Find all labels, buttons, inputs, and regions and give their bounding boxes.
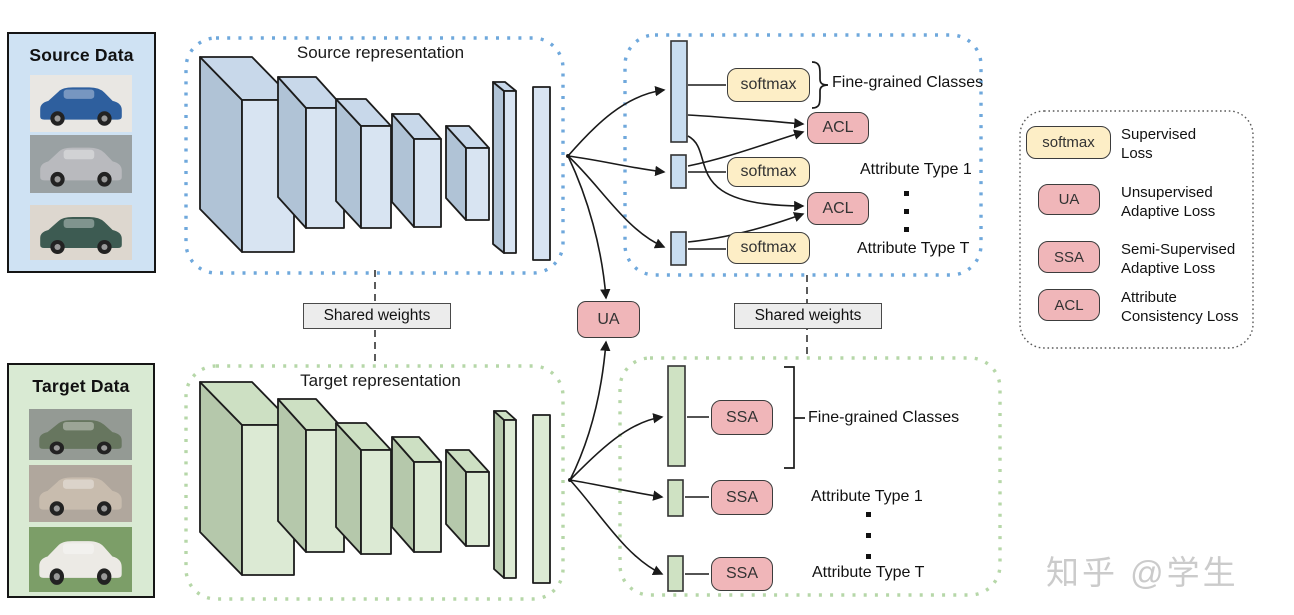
source-feature-bars [670, 40, 688, 266]
ua-loss-box: UA [577, 301, 640, 338]
fine-grained-classes-label-bottom: Fine-grained Classes [808, 409, 960, 426]
source-data-title: Source Data [29, 45, 134, 65]
attribute-type-t-label-bottom: Attribute Type T [812, 564, 925, 581]
source-data-panel: Source Data [7, 32, 156, 273]
attribute-type-1-label-bottom: Attribute Type 1 [811, 488, 923, 505]
legend-border [1019, 110, 1254, 349]
legend-label-semi-supervised-adaptive-loss: Semi-Supervised Adaptive Loss [1121, 241, 1236, 277]
acl-box-2: ACL [807, 192, 869, 225]
target-data-panel: Target Data [7, 363, 155, 598]
dotted-container-borders [184, 33, 1254, 601]
fine-grained-brace [811, 61, 829, 109]
fine-grained-classes-label-top: Fine-grained Classes [832, 74, 984, 91]
shared-weights-tag-bottom: Shared weights [734, 303, 882, 329]
source-head-connections [687, 84, 805, 250]
legend-box: softmax Supervised Loss UA Unsupervised … [1020, 111, 1253, 348]
legend-label-attribute-consistency-loss: Attribute Consistency Loss [1121, 289, 1239, 325]
attribute-ellipsis-bottom [866, 512, 871, 559]
source-car-photo-2 [30, 135, 132, 193]
softmax-box-1: softmax [727, 68, 810, 102]
target-car-photo-3 [29, 527, 132, 592]
fine-grained-bracket [784, 366, 805, 469]
source-heads-border [623, 33, 983, 277]
acl-box-1: ACL [807, 112, 869, 144]
source-representation-title: Source representation [296, 43, 465, 62]
target-car-photo-1 [29, 409, 132, 460]
target-head-connections [685, 416, 709, 575]
ssa-box-2: SSA [711, 480, 773, 515]
target-car-photo-2 [29, 465, 132, 522]
softmax-box-3: softmax [727, 232, 810, 264]
source-cnn-blocks [199, 56, 551, 261]
target-fanout-arrows [568, 340, 664, 576]
watermark-text: 知乎 @学生 [1046, 554, 1239, 591]
source-car-photo-3 [30, 205, 132, 260]
target-data-title: Target Data [32, 376, 130, 396]
attribute-type-t-label-top: Attribute Type T [857, 240, 970, 257]
target-feature-bars [667, 365, 686, 592]
source-representation-border [184, 36, 565, 275]
legend-badge-ssa: SSA [1038, 241, 1100, 273]
source-fanout-arrows [566, 85, 666, 300]
ssa-box-3: SSA [711, 557, 773, 591]
target-representation-border [184, 364, 565, 601]
legend-badge-acl: ACL [1038, 289, 1100, 321]
legend-badge-ua: UA [1038, 184, 1100, 215]
legend-label-unsupervised-adaptive-loss: Unsupervised Adaptive Loss [1121, 184, 1216, 220]
softmax-box-2: softmax [727, 157, 810, 187]
source-car-photo-1 [30, 75, 132, 132]
legend-label-supervised-loss: Supervised Loss [1121, 126, 1197, 162]
target-cnn-blocks [199, 381, 551, 584]
ssa-box-1: SSA [711, 400, 773, 435]
target-heads-border [618, 356, 1002, 597]
shared-weights-tag-top: Shared weights [303, 303, 451, 329]
attribute-ellipsis-top [904, 191, 909, 232]
legend-badge-softmax: softmax [1026, 126, 1111, 159]
attribute-type-1-label-top: Attribute Type 1 [860, 161, 972, 178]
target-representation-title: Target representation [300, 371, 461, 390]
